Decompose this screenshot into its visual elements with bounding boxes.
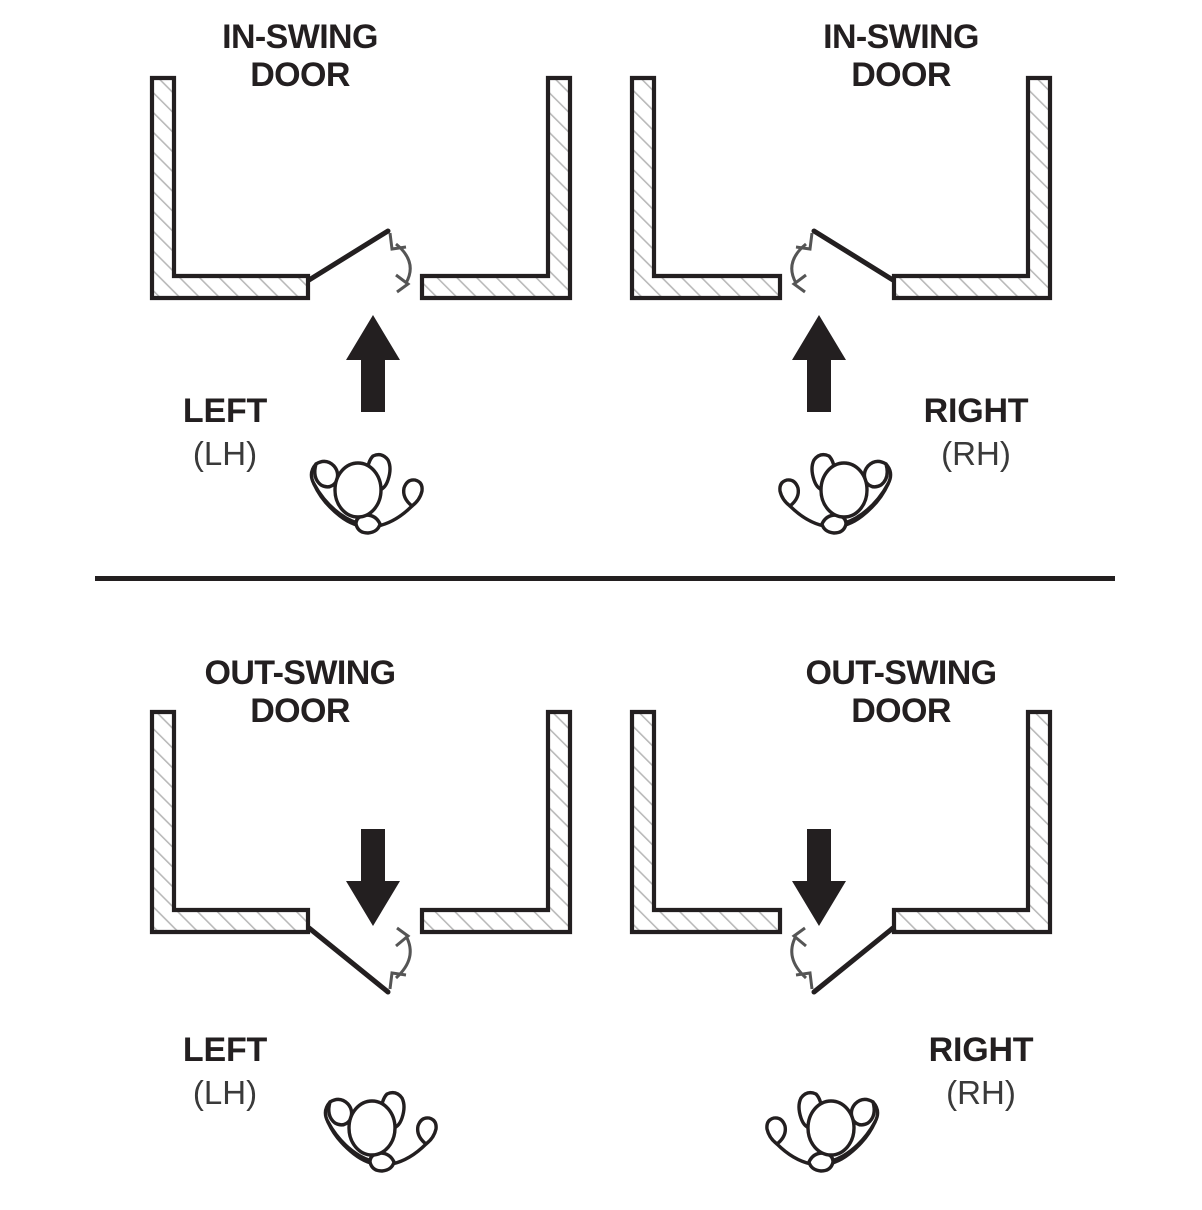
right-hand-icon: [765, 1090, 880, 1173]
wall-right: [891, 75, 1053, 301]
wall-right: [419, 709, 573, 935]
door-leaf: [811, 228, 896, 283]
panel-out-swing-left: OUT-SWING DOOR LEFT (LH): [0, 636, 601, 1210]
panel-title: OUT-SWING DOOR: [805, 654, 997, 731]
door-plan-out-swing-left: [149, 709, 573, 995]
left-hand-icon: [323, 1090, 438, 1173]
swing-arrowhead-bottom: [388, 971, 407, 990]
swing-arrowhead-bottom: [795, 971, 814, 990]
wall-left: [629, 709, 783, 935]
swing-arrowhead-top: [388, 232, 407, 251]
down-arrow-icon: [346, 829, 400, 926]
swing-arrowhead-bottom: [395, 273, 411, 294]
hand-label-main: RIGHT: [923, 392, 1029, 430]
door-plan-out-swing-right: [629, 709, 1053, 995]
hand-label-main: LEFT: [182, 1031, 268, 1069]
left-hand-icon: [309, 452, 424, 535]
door-plan-in-swing-right: [629, 75, 1053, 412]
wall-left: [629, 75, 783, 301]
panel-in-swing-left: IN-SWING DOOR LEFT (LH): [0, 0, 601, 578]
wall-left: [149, 709, 311, 935]
swing-arrowhead-bottom: [791, 273, 807, 294]
hand-label-abbrev: (RH): [941, 435, 1011, 472]
up-arrow-icon: [346, 315, 400, 412]
swing-arrowhead-top: [791, 926, 807, 948]
swing-arrowhead-top: [795, 232, 814, 251]
section-divider: [95, 576, 1115, 581]
door-plan-in-swing-left: [149, 75, 573, 412]
wall-right: [419, 75, 573, 301]
swing-arrowhead-top: [395, 926, 411, 948]
hand-label-left: LEFT (LH): [130, 1031, 320, 1112]
panel-in-swing-right: IN-SWING DOOR RIGHT (RH): [601, 0, 1202, 578]
door-leaf: [306, 228, 391, 283]
hand-label-right: RIGHT (RH): [886, 392, 1066, 473]
panel-out-swing-right: OUT-SWING DOOR RIGHT (RH): [601, 636, 1202, 1210]
hand-label-right: RIGHT (RH): [886, 1031, 1076, 1112]
door-leaf: [811, 925, 896, 995]
hand-label-left: LEFT (LH): [135, 392, 315, 473]
panel-title: OUT-SWING DOOR: [204, 654, 396, 731]
panel-title: IN-SWING DOOR: [222, 18, 378, 95]
wall-left: [149, 75, 311, 301]
hand-label-main: RIGHT: [928, 1031, 1034, 1069]
hand-label-abbrev: (LH): [192, 435, 258, 472]
right-hand-icon: [778, 452, 893, 535]
door-leaf: [306, 925, 391, 995]
up-arrow-icon: [792, 315, 846, 412]
hand-label-abbrev: (LH): [192, 1074, 258, 1111]
down-arrow-icon: [792, 829, 846, 926]
hand-label-main: LEFT: [182, 392, 268, 430]
wall-right: [891, 709, 1053, 935]
hand-label-abbrev: (RH): [946, 1074, 1016, 1111]
panel-title: IN-SWING DOOR: [823, 18, 979, 95]
